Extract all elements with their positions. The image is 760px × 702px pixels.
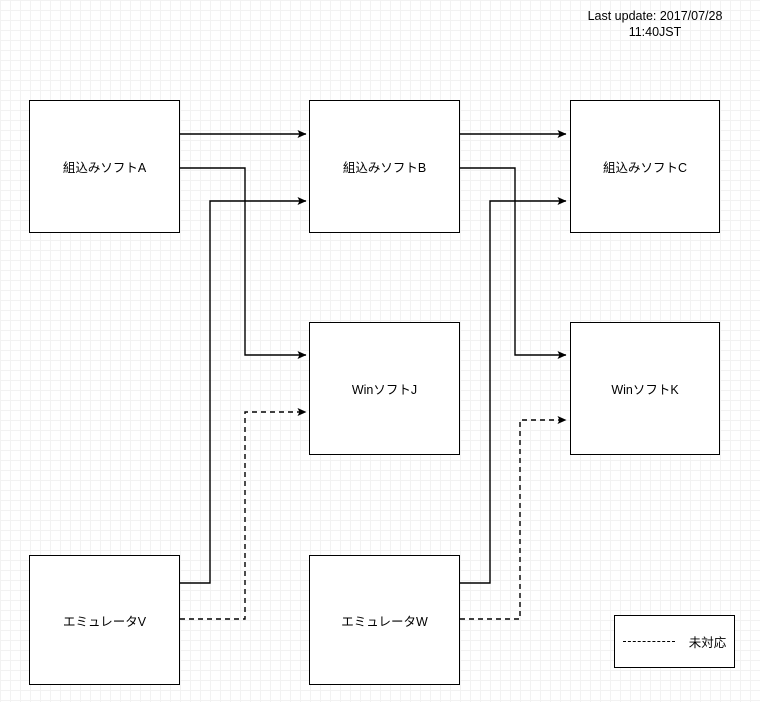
node-c[interactable]: 組込みソフトC — [570, 100, 720, 233]
node-a[interactable]: 組込みソフトA — [29, 100, 180, 233]
node-j[interactable]: WinソフトJ — [309, 322, 460, 455]
node-k[interactable]: WinソフトK — [570, 322, 720, 455]
node-b[interactable]: 組込みソフトB — [309, 100, 460, 233]
node-label: エミュレータW — [341, 614, 428, 629]
node-w[interactable]: エミュレータW — [309, 555, 460, 685]
node-label: 組込みソフトB — [342, 161, 427, 175]
edge-w-to-k-dashed — [460, 416, 567, 620]
node-label: WinソフトJ — [351, 383, 418, 397]
node-label: 組込みソフトC — [602, 161, 688, 175]
edge-a-to-j — [180, 167, 307, 359]
legend-box: 未対応 — [614, 615, 735, 668]
edge-b-to-k — [460, 167, 567, 359]
node-label: エミュレータV — [62, 614, 147, 629]
node-label: WinソフトK — [611, 383, 679, 397]
legend-dashed-line-icon — [622, 641, 675, 642]
edge-w-to-c-lower — [460, 197, 567, 584]
legend-label: 未対応 — [688, 636, 727, 650]
edge-v-to-b-lower — [180, 197, 307, 584]
edge-v-to-j-dashed — [180, 408, 307, 620]
last-update-timestamp: Last update: 2017/07/28 11:40JST — [587, 9, 723, 39]
node-v[interactable]: エミュレータV — [29, 555, 180, 685]
node-label: 組込みソフトA — [62, 161, 147, 175]
